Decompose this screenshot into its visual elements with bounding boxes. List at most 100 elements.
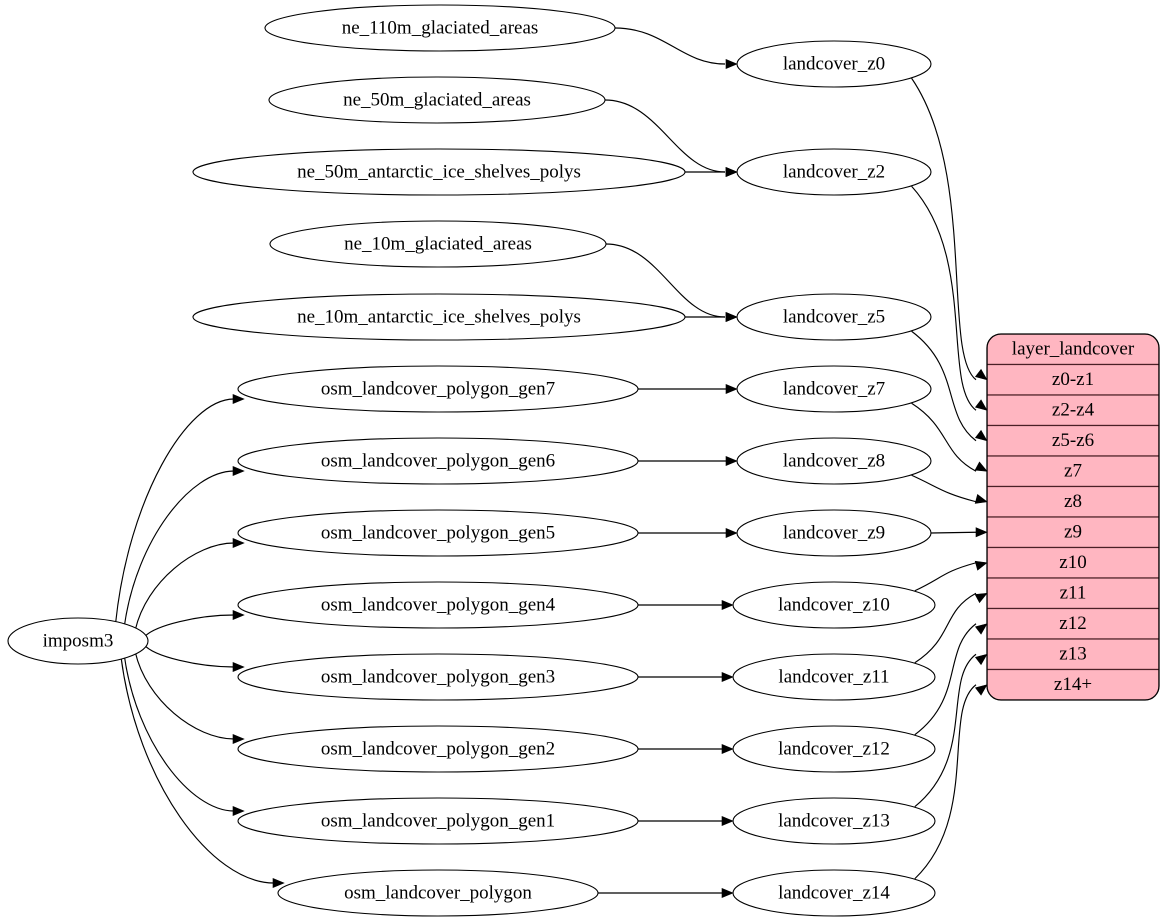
layer-table-row-z13[interactable]: [987, 638, 1159, 671]
edge-arrowhead: [232, 805, 245, 817]
view-node-shape: [736, 293, 932, 341]
osm-node-shape: [237, 509, 639, 557]
edge-arrowhead: [725, 455, 738, 467]
edge-landcover_z12-to-table-row-z12: [914, 623, 977, 736]
node-osm_landcover_polygon_gen1[interactable]: osm_landcover_polygon_gen1: [237, 797, 639, 845]
layer-table-body: layer_landcoverz0-z1z2-z4z5-z6z7z8z9z10z…: [987, 334, 1159, 700]
node-landcover_z11[interactable]: landcover_z11: [732, 653, 936, 701]
edge-arrowhead: [232, 609, 245, 621]
edge-landcover_z2-to-table-row-z2-z4: [911, 185, 977, 411]
edge-arrowhead: [974, 684, 988, 696]
layer-table-row-label: z9: [1064, 522, 1082, 543]
node-label: osm_landcover_polygon_gen7: [321, 378, 555, 399]
edge-imposm3-to-osm_landcover_polygon_gen2: [134, 651, 235, 740]
node-ne_110m_glaciated_areas[interactable]: ne_110m_glaciated_areas: [264, 4, 616, 52]
edge-imposm3-to-osm_landcover_polygon_gen7: [115, 398, 235, 624]
node-osm_landcover_polygon_gen6[interactable]: osm_landcover_polygon_gen6: [237, 437, 639, 485]
node-osm_landcover_polygon_gen7[interactable]: osm_landcover_polygon_gen7: [237, 365, 639, 413]
node-landcover_z2[interactable]: landcover_z2: [736, 148, 932, 196]
node-label: osm_landcover_polygon_gen5: [321, 522, 555, 543]
edge-arrowhead: [721, 743, 734, 755]
node-landcover_z14[interactable]: landcover_z14: [732, 869, 936, 917]
edge-arrowhead: [974, 493, 988, 504]
node-label: landcover_z14: [778, 882, 890, 903]
node-osm_landcover_polygon_gen2[interactable]: osm_landcover_polygon_gen2: [237, 725, 639, 773]
osm-node-shape: [237, 653, 639, 701]
node-imposm3[interactable]: imposm3: [7, 617, 149, 665]
edge-arrowhead: [232, 393, 245, 405]
node-label: landcover_z13: [778, 810, 890, 831]
node-osm_landcover_polygon_gen4[interactable]: osm_landcover_polygon_gen4: [237, 581, 639, 629]
node-landcover_z0[interactable]: landcover_z0: [736, 40, 932, 88]
node-label: osm_landcover_polygon: [344, 882, 532, 903]
node-label: imposm3: [43, 630, 114, 651]
edge-arrowhead: [974, 653, 988, 666]
nodes-layer: imposm3 ne_110m_glaciated_areas ne_50m_gla…: [7, 4, 936, 917]
node-ne_10m_glaciated_areas[interactable]: ne_10m_glaciated_areas: [269, 220, 607, 268]
layer-table-row-z12[interactable]: [987, 607, 1159, 640]
node-landcover_z12[interactable]: landcover_z12: [732, 725, 936, 773]
edge-arrowhead: [974, 461, 988, 472]
edge-arrowhead: [974, 368, 988, 381]
view-node-shape: [736, 509, 932, 557]
node-label: ne_50m_antarctic_ice_shelves_polys: [297, 161, 581, 182]
view-node-shape: [736, 437, 932, 485]
layer-table-row-label: z11: [1060, 583, 1087, 604]
view-node-shape: [732, 869, 936, 917]
layer-table-row-z10[interactable]: [987, 546, 1159, 579]
edge-arrowhead: [721, 815, 734, 827]
layer-table-header-label: layer_landcover: [1012, 339, 1135, 360]
edge-arrowhead: [725, 383, 738, 395]
layer-table-row-z8[interactable]: [987, 485, 1159, 518]
node-landcover_z5[interactable]: landcover_z5: [736, 293, 932, 341]
edge-ne_10m_glaciated_areas-to-landcover_z5: [605, 243, 726, 318]
node-label: osm_landcover_polygon_gen6: [321, 450, 555, 471]
edge-arrowhead: [974, 399, 988, 411]
osm-node-shape: [277, 869, 599, 917]
view-node-shape: [736, 365, 932, 413]
edge-arrowhead: [721, 599, 734, 611]
edge-arrowhead: [232, 733, 245, 745]
node-ne_10m_antarctic_ice_shelves_polys[interactable]: ne_10m_antarctic_ice_shelves_polys: [192, 293, 686, 341]
edge-imposm3-to-osm_landcover_polygon_gen4: [143, 614, 235, 639]
edge-imposm3-to-osm_landcover_polygon_gen1: [123, 656, 235, 812]
node-landcover_z8[interactable]: landcover_z8: [736, 437, 932, 485]
node-label: ne_10m_glaciated_areas: [344, 233, 532, 254]
edge-arrowhead: [725, 311, 738, 323]
ne-node-shape: [192, 293, 686, 341]
node-osm_landcover_polygon_gen5[interactable]: osm_landcover_polygon_gen5: [237, 509, 639, 557]
node-label: osm_landcover_polygon_gen4: [321, 594, 556, 615]
edge-arrowhead: [725, 527, 738, 539]
edge-arrowhead: [974, 592, 988, 604]
edge-imposm3-to-osm_landcover_polygon_gen5: [134, 542, 235, 631]
node-landcover_z7[interactable]: landcover_z7: [736, 365, 932, 413]
edge-landcover_z0-to-table-row-z0-z1: [911, 77, 977, 381]
node-ne_50m_antarctic_ice_shelves_polys[interactable]: ne_50m_antarctic_ice_shelves_polys: [192, 148, 686, 196]
node-osm_landcover_polygon[interactable]: osm_landcover_polygon: [277, 869, 599, 917]
node-label: landcover_z9: [783, 522, 885, 543]
node-label: osm_landcover_polygon_gen3: [321, 666, 555, 687]
edge-arrowhead: [975, 527, 988, 538]
node-landcover_z13[interactable]: landcover_z13: [732, 797, 936, 845]
edge-landcover_z5-to-table-row-z5-z6: [911, 330, 977, 442]
node-label: ne_110m_glaciated_areas: [342, 17, 539, 38]
edge-arrowhead: [974, 560, 988, 571]
layer-table-row-z14+[interactable]: [987, 668, 1159, 701]
ne-node-shape: [268, 76, 606, 124]
node-landcover_z9[interactable]: landcover_z9: [736, 509, 932, 557]
edge-landcover_z14-to-table-row-z14+: [914, 684, 977, 880]
node-osm_landcover_polygon_gen3[interactable]: osm_landcover_polygon_gen3: [237, 653, 639, 701]
node-label: osm_landcover_polygon_gen1: [321, 810, 555, 831]
layer-table-row-z0-z1[interactable]: [987, 363, 1159, 396]
edge-ne_50m_glaciated_areas-to-landcover_z2: [604, 99, 726, 173]
edge-arrowhead: [272, 877, 285, 889]
ne-node-shape: [192, 148, 686, 196]
edge-landcover_z7-to-table-row-z7: [911, 402, 977, 472]
node-label: osm_landcover_polygon_gen2: [321, 738, 555, 759]
node-label: landcover_z5: [783, 306, 885, 327]
ne-node-shape: [269, 220, 607, 268]
node-ne_50m_glaciated_areas[interactable]: ne_50m_glaciated_areas: [268, 76, 606, 124]
layer-table-header-cell: [987, 334, 1159, 366]
node-landcover_z10[interactable]: landcover_z10: [732, 581, 936, 629]
